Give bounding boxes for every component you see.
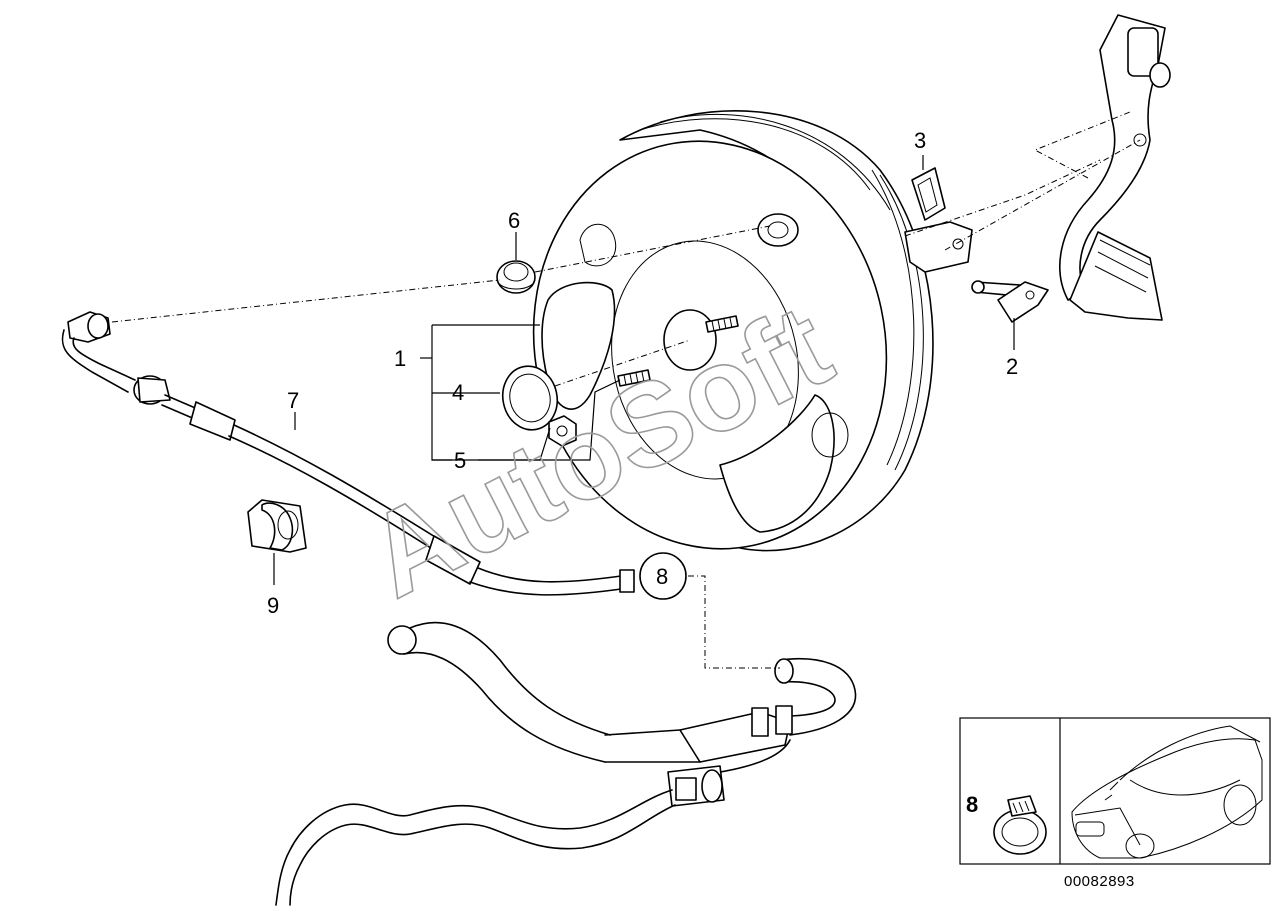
mounting-stud [617, 369, 651, 387]
mounting-stud [705, 315, 739, 333]
callout-8: 8 [639, 552, 687, 600]
grommet [496, 260, 536, 294]
label-6: 6 [508, 208, 520, 233]
brake-pedal [1059, 14, 1171, 321]
image-number: 00082893 [1064, 873, 1135, 890]
clevis-pin-bracket [971, 280, 1049, 323]
inset-label-8: 8 [966, 792, 978, 817]
label-8: 8 [656, 564, 668, 589]
hose-assembly [275, 621, 857, 906]
retaining-clip [911, 167, 946, 221]
brake-booster [532, 110, 973, 552]
car-location-icon [1071, 725, 1263, 859]
gasket-ring [501, 365, 559, 431]
label-2: 2 [1006, 354, 1018, 379]
label-1: 1 [394, 346, 406, 371]
hose-holder [247, 499, 307, 553]
label-9: 9 [267, 593, 279, 618]
label-4: 4 [452, 380, 464, 405]
label-7: 7 [287, 388, 299, 413]
hex-nut [548, 415, 577, 447]
vacuum-hose [61, 311, 635, 596]
hose-clamp-icon [993, 795, 1047, 855]
leader-lines [111, 111, 1141, 669]
inset-panel: 8 [959, 717, 1271, 865]
label-5: 5 [454, 448, 466, 473]
label-3: 3 [914, 128, 926, 153]
